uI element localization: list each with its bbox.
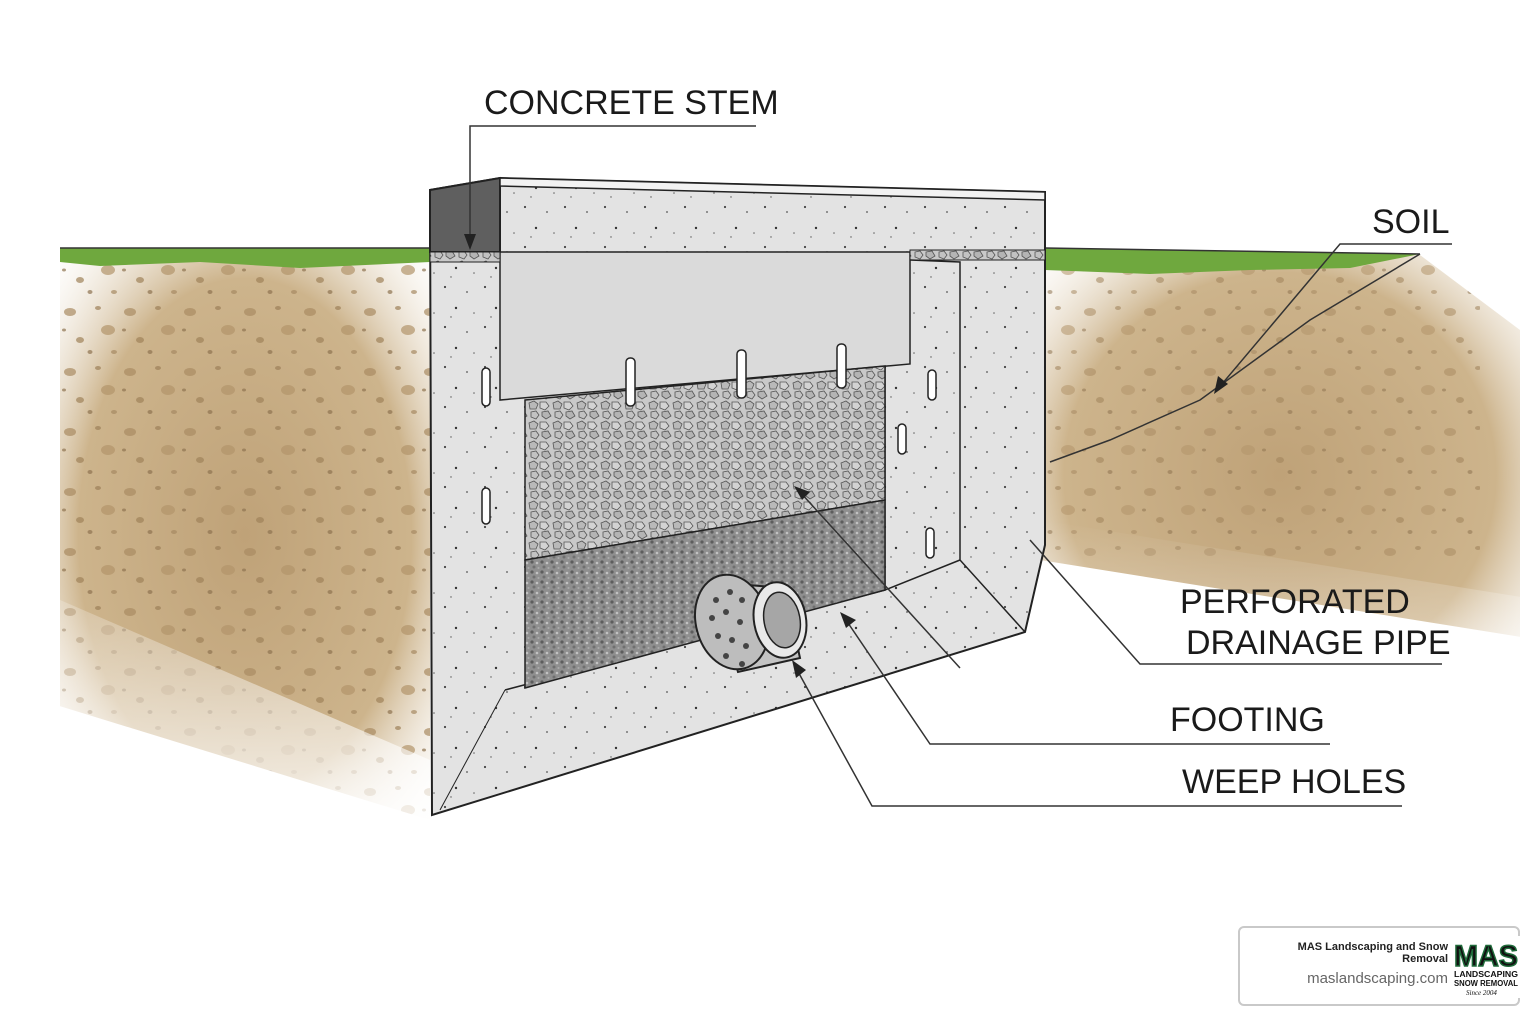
brand-logo-since: Since 2004 xyxy=(1466,989,1497,997)
label-soil: SOIL xyxy=(1372,203,1449,241)
brand-logo-sub2: SNOW REMOVAL xyxy=(1454,979,1518,988)
label-weep-holes: WEEP HOLES xyxy=(1182,763,1406,801)
brand-url[interactable]: maslandscaping.com xyxy=(1307,970,1448,987)
brand-card[interactable]: MAS Landscaping and Snow Removal masland… xyxy=(1238,926,1520,1006)
brand-logo: MAS LANDSCAPING SNOW REMOVAL Since 2004 xyxy=(1454,936,1520,998)
perforated-drainage-pipe xyxy=(694,573,808,674)
label-concrete-stem: CONCRETE STEM xyxy=(484,84,779,122)
leader-arrowheads xyxy=(464,234,1228,678)
backfill-slope-line xyxy=(1049,253,1421,463)
brand-logo-sub1: LANDSCAPING xyxy=(1454,970,1518,979)
grass-strip xyxy=(60,247,1421,274)
weep-holes xyxy=(481,343,937,559)
soil-mass xyxy=(40,250,1536,1024)
brand-logo-mark: MAS xyxy=(1454,940,1518,973)
label-perforated: PERFORATED xyxy=(1180,583,1410,621)
label-drainage-pipe: DRAINAGE PIPE xyxy=(1186,624,1451,662)
label-footing: FOOTING xyxy=(1170,701,1325,739)
leader-lines xyxy=(469,125,1452,807)
brand-name: MAS Landscaping and Snow Removal xyxy=(1297,941,1448,965)
